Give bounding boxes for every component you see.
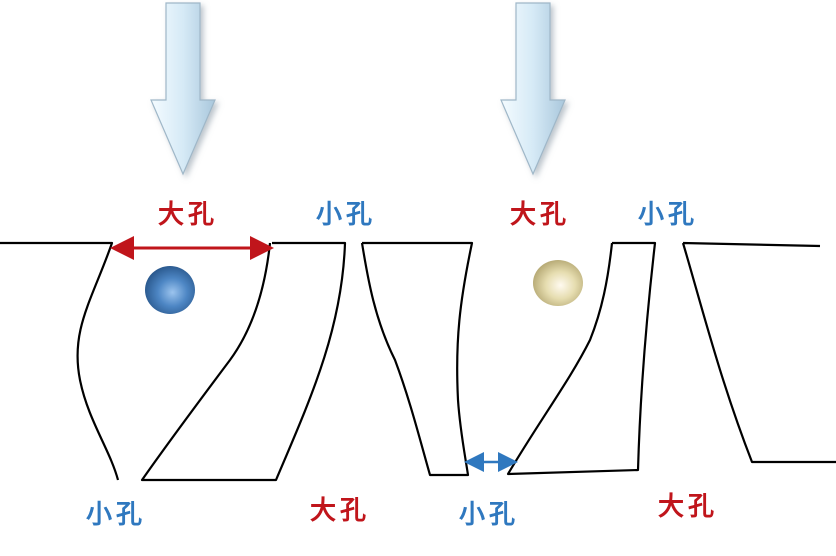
- label-small-hole-top-left: 小孔: [316, 200, 377, 230]
- down-arrow-icon-left: [150, 2, 216, 176]
- left-wall: [0, 241, 120, 481]
- middle-right-slab: [506, 241, 657, 476]
- left-slab: [140, 241, 347, 482]
- down-arrow-icon-right: [500, 2, 566, 176]
- label-small-hole-bottom-left: 小孔: [86, 500, 147, 530]
- sphere-icon-gold: [533, 260, 583, 306]
- label-big-hole-bottom-right: 大孔: [658, 492, 719, 522]
- sphere-icon-blue: [145, 266, 195, 314]
- label-small-hole-top-right: 小孔: [638, 200, 699, 230]
- label-big-hole-top-left: 大孔: [158, 200, 219, 230]
- label-big-hole-bottom-left: 大孔: [310, 496, 371, 526]
- label-big-hole-top-right: 大孔: [510, 200, 571, 230]
- right-wall: [681, 241, 836, 464]
- middle-left-slab: [360, 241, 474, 477]
- label-small-hole-bottom-right: 小孔: [459, 500, 520, 530]
- membrane-outline: [0, 241, 836, 482]
